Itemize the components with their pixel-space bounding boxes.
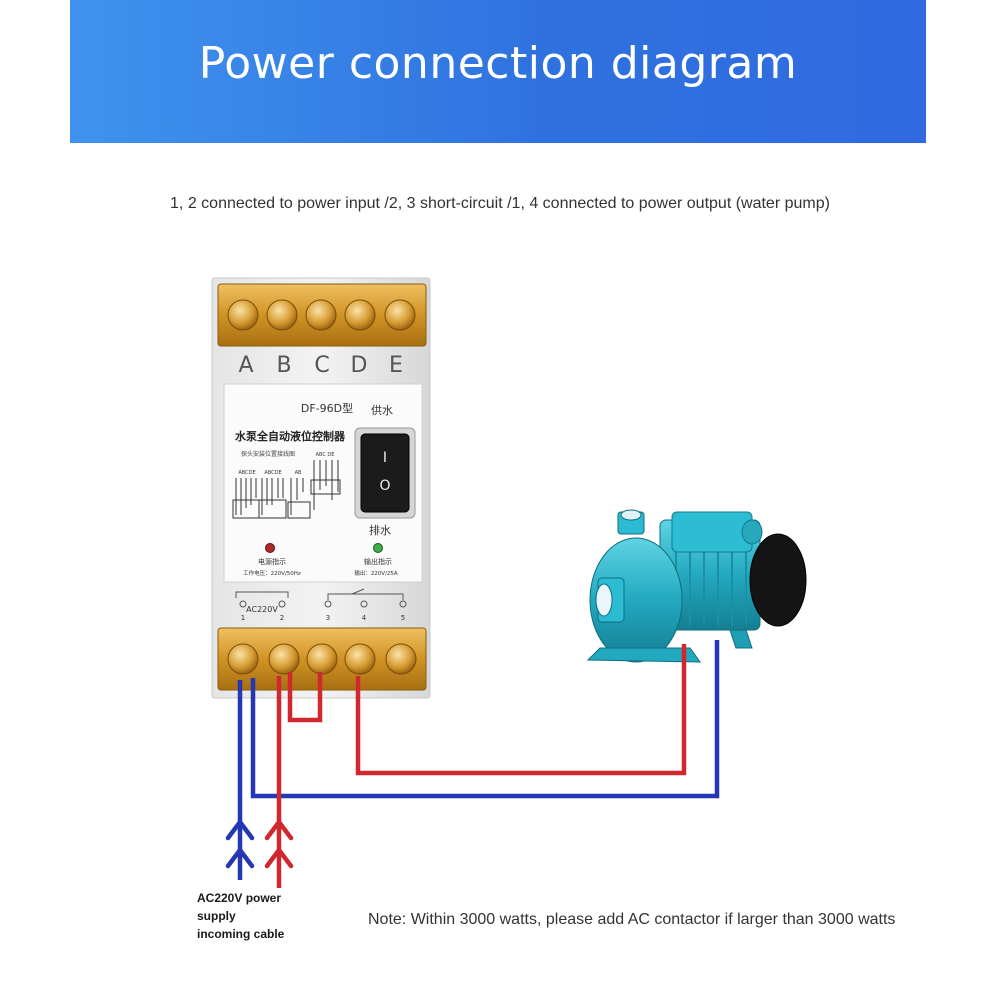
working-voltage: 工作电压：220V/50Hz: [243, 569, 301, 577]
terminal-number: 1: [241, 614, 245, 622]
mode-drain-label: 排水: [369, 523, 391, 537]
terminal-marking-strip: [235, 588, 407, 608]
terminal-screw: [266, 299, 298, 331]
page-title: Power connection diagram: [198, 38, 798, 89]
terminal-screw: [306, 643, 338, 675]
probe-label: AB: [295, 470, 302, 476]
top-terminal-screws: [227, 299, 416, 331]
probe-label: ABCDE: [264, 470, 281, 476]
mode-supply-label: 供水: [371, 403, 393, 417]
jumper-wire-2-3: [287, 672, 323, 723]
supply-label-line: incoming cable: [197, 927, 285, 941]
terminal-screw: [344, 643, 376, 675]
terminal-number: 3: [326, 614, 330, 622]
up-arrow-icon: [225, 818, 255, 841]
output-indicator-led: [373, 543, 383, 553]
supply-label-line: supply: [197, 909, 236, 923]
model-number: DF-96D型: [301, 401, 353, 415]
neutral-pump-wire: [250, 640, 720, 799]
terminal-screw: [268, 643, 300, 675]
header-banner: Power connection diagram: [70, 0, 926, 143]
probe-label: ABCDE: [238, 470, 255, 476]
water-pump: [586, 509, 807, 663]
terminal-letter-a: A: [238, 353, 253, 378]
terminal-screw: [385, 643, 417, 675]
pump-volute: [589, 537, 683, 663]
ac-label: AC220V: [246, 605, 278, 614]
supply-direction-arrows: [225, 818, 294, 869]
terminal-letter-b: B: [276, 353, 291, 378]
switch-on-mark: I: [383, 450, 387, 466]
terminal-number: 5: [401, 614, 405, 622]
wiring-instructions: 1, 2 connected to power input /2, 3 shor…: [170, 195, 830, 212]
rocker-switch[interactable]: [360, 433, 410, 513]
bottom-terminal-screws: [227, 643, 417, 675]
pump-junction-box: [671, 511, 753, 553]
terminal-screw: [305, 299, 337, 331]
up-arrow-icon: [264, 818, 294, 841]
power-indicator-led: [265, 543, 275, 553]
terminal-letter-d: D: [351, 353, 368, 378]
terminal-screw: [227, 299, 259, 331]
switch-off-mark: O: [379, 478, 390, 494]
up-arrow-icon: [225, 846, 255, 869]
terminal-number: 2: [280, 614, 284, 622]
terminal-screw: [384, 299, 416, 331]
live-pump-wire: [355, 644, 687, 776]
pump-base: [586, 647, 701, 663]
supply-cable-label: AC220V power supply incoming cable: [197, 889, 307, 943]
supply-label-line: AC220V power: [197, 891, 282, 905]
power-note: Note: Within 3000 watts, please add AC c…: [368, 911, 896, 928]
pump-motor-endcap: [749, 533, 807, 627]
up-arrow-icon: [264, 846, 294, 869]
output-indicator-label: 输出指示: [364, 557, 392, 566]
terminal-screw: [227, 643, 259, 675]
terminal-letter-e: E: [389, 353, 403, 378]
probe-diagrams: ABCDE ABCDE AB ABC DE: [232, 452, 341, 519]
level-controller: A B C D E DF-96D型 供水 水泵全自动液位控制器 探头安装位置接线…: [211, 277, 431, 699]
output-rating: 输出：220V/25A: [354, 569, 398, 577]
probe-note: 探头安装位置接线图: [241, 450, 295, 458]
probe-label: ABC DE: [316, 452, 335, 458]
terminal-screw: [344, 299, 376, 331]
terminal-letter-c: C: [314, 353, 329, 378]
terminal-number: 4: [362, 614, 367, 622]
power-indicator-label: 电源指示: [258, 557, 286, 566]
controller-name: 水泵全自动液位控制器: [235, 429, 346, 443]
